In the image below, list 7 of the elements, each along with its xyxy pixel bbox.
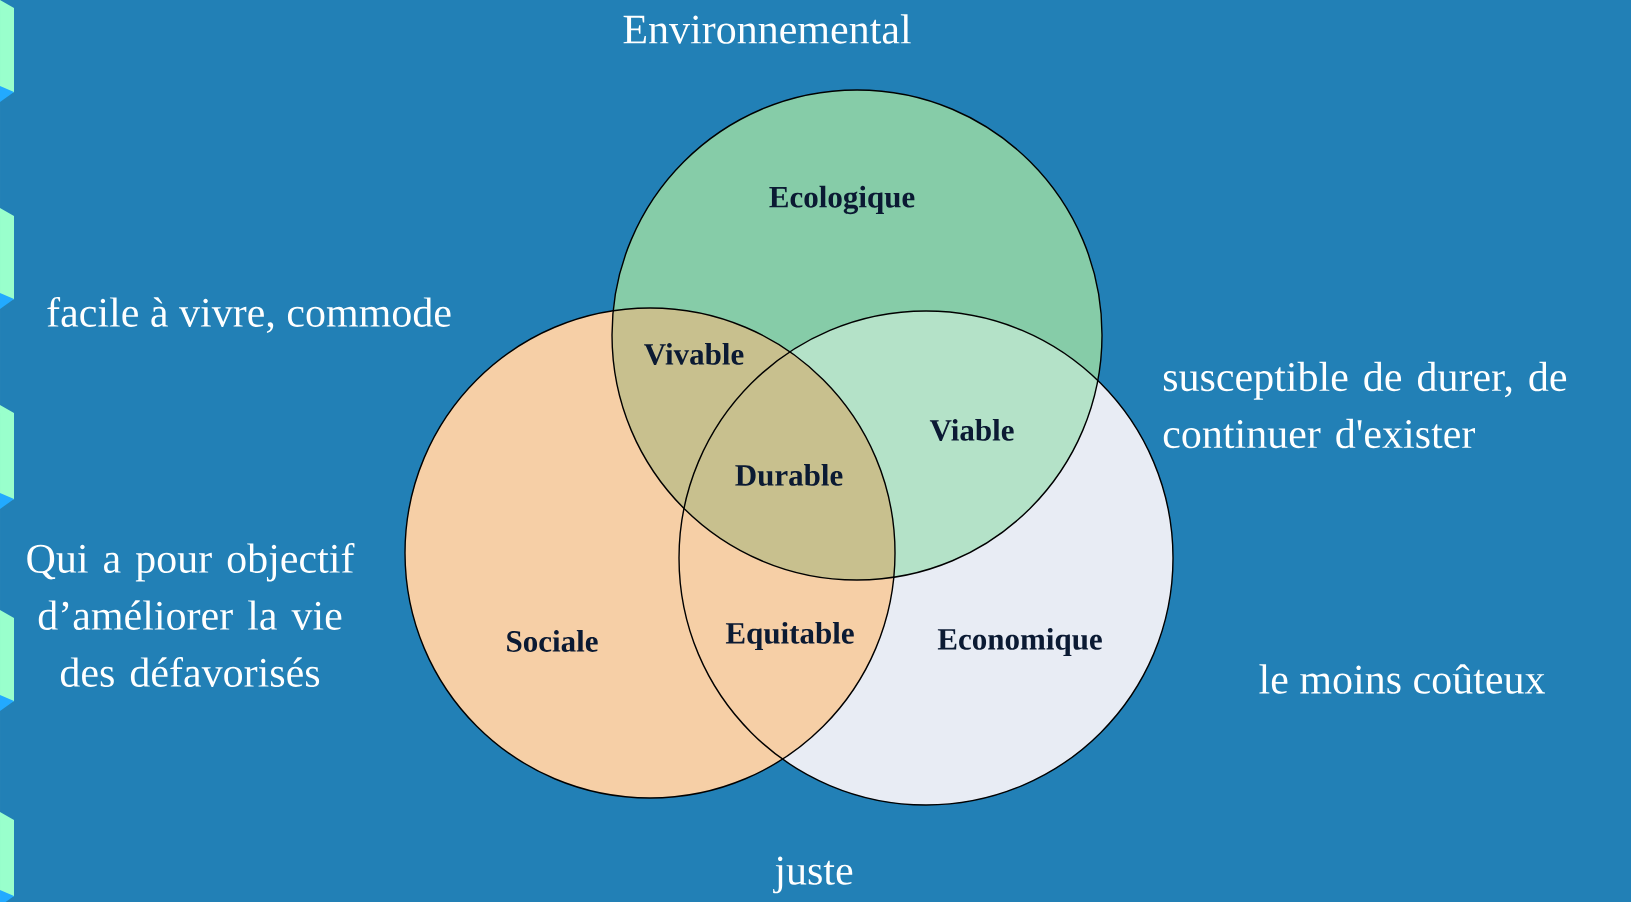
- region-label: Equitable: [725, 621, 854, 651]
- caption-text: juste: [773, 856, 853, 894]
- region-label: Durable: [735, 464, 843, 486]
- caption-text: Environnemental: [623, 14, 911, 44]
- region-label: Viable: [929, 419, 1014, 441]
- caption-text: Qui a pour objectif d’améliorer la vie des défavorisés: [27, 543, 355, 687]
- caption-text: le moins coûteux: [1259, 664, 1545, 694]
